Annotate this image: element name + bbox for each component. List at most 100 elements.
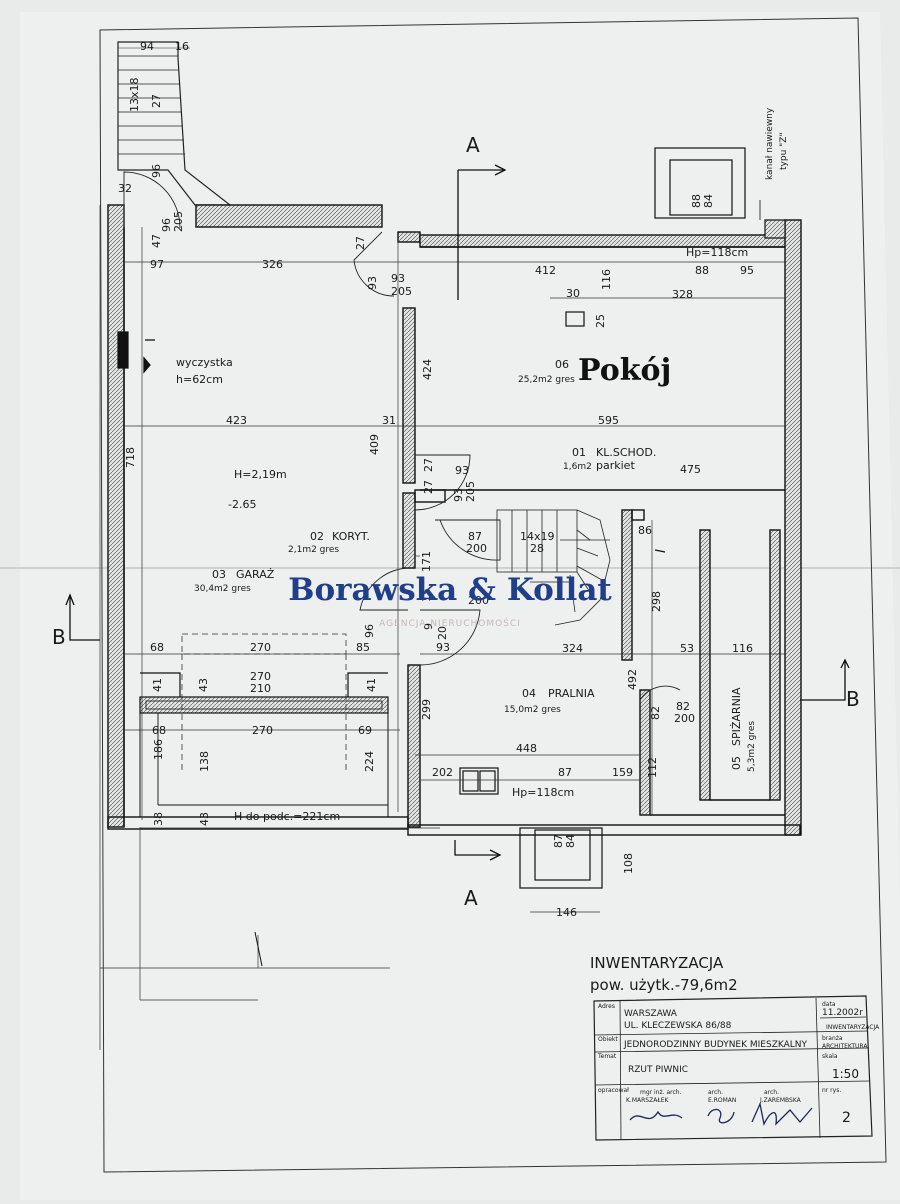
watermark-name: Borawska & Kollat: [288, 572, 612, 608]
note-hp-top: Hp=118cm: [686, 246, 748, 259]
room-area-spizarnia: 5,3m2 gres: [747, 721, 757, 772]
signature-3: [751, 1101, 813, 1126]
dim-label: 492: [626, 669, 639, 690]
dim-label: 84: [564, 834, 577, 848]
note-wyczystka-height: h=62cm: [176, 373, 223, 386]
tb-object-label: Obiekt: [598, 1036, 618, 1043]
dim-label: 87: [558, 766, 572, 779]
room-floor-klatka: parkiet: [596, 459, 635, 472]
room-name-spizarnia: SPIŻARNIA: [730, 687, 743, 746]
dim-label: 86: [638, 524, 652, 537]
dim-label: 53: [680, 642, 694, 655]
room-labels: 06 25,2m2 gres Pokój 01 KL.SCHOD. 1,6m2 …: [194, 353, 757, 772]
tb-prepared-label: opracował: [598, 1087, 629, 1094]
dim-label: 412: [535, 264, 556, 277]
section-markers: [65, 164, 850, 967]
note-stairs-in: 14x19: [520, 530, 555, 543]
dim-label: 298: [650, 591, 663, 612]
dim-label: 200: [466, 542, 487, 555]
section-labels: A A B B: [52, 133, 860, 910]
section-label-a-bottom: A: [464, 886, 478, 910]
dim-label: 43: [197, 678, 210, 692]
dim-label: 32: [118, 182, 132, 195]
dim-label: 96: [363, 624, 376, 638]
dim-label: 93: [366, 276, 379, 290]
dim-label: 171: [420, 551, 433, 572]
tb-date: 11.2002r: [822, 1008, 863, 1018]
dim-label: 205: [464, 481, 477, 502]
dim-label: 20: [436, 626, 449, 640]
dim-label: 30: [566, 287, 580, 300]
dim-label: 16: [175, 40, 189, 53]
drawing-frame: [99, 17, 887, 1173]
dim-label: 85: [356, 641, 370, 654]
tb-branch-label: branża: [822, 1035, 843, 1042]
section-label-b-right: B: [846, 687, 860, 711]
signature-1: [629, 1110, 683, 1121]
dim-label: 43: [198, 812, 211, 826]
tb-person-1: K.MARSZAŁEK: [626, 1097, 669, 1104]
dim-label: 94: [140, 40, 154, 53]
dim-label: 9: [422, 623, 435, 630]
note-wyczystka: wyczystka: [176, 356, 233, 369]
tb-object: JEDNORODZINNY BUDYNEK MIESZKALNY: [623, 1040, 808, 1050]
dim-label: 87: [552, 834, 565, 848]
dim-label: 108: [622, 853, 635, 874]
note-level: -2.65: [228, 498, 256, 511]
section-label-a-top: A: [466, 133, 480, 157]
tb-person-2: E.ROMAN: [708, 1097, 736, 1104]
dim-label: 205: [391, 285, 412, 298]
section-label-b-left: B: [52, 625, 66, 649]
tb-city: WARSZAWA: [624, 1009, 678, 1019]
dim-label: 200: [468, 594, 489, 607]
room-area-klatka: 1,6m2: [563, 462, 592, 472]
dim-label: 718: [124, 447, 137, 468]
dim-label: 116: [600, 269, 613, 290]
dim-label: 93: [455, 464, 469, 477]
dim-label: 112: [646, 757, 659, 778]
dim-label: 116: [732, 642, 753, 655]
tb-drawing-no: 2: [842, 1110, 851, 1126]
dim-label: 28: [530, 542, 544, 555]
outer-staircase: [117, 41, 232, 206]
dim-label: 95: [740, 264, 754, 277]
dim-label: 88: [690, 194, 703, 208]
dim-label: 270: [250, 641, 271, 654]
room-number-klatka: 01: [572, 446, 586, 459]
dim-label: 138: [198, 751, 211, 772]
dim-label: 41: [365, 678, 378, 692]
room-area-garaz: 30,4m2 gres: [194, 584, 251, 594]
inventory-area: pow. użytk.-79,6m2: [590, 976, 738, 994]
doors: [123, 171, 681, 701]
dim-label: 224: [363, 751, 376, 772]
dim-label: 595: [598, 414, 619, 427]
dim-label: 84: [702, 194, 715, 208]
dim-label: 409: [368, 434, 381, 455]
dim-label: 27: [422, 458, 435, 472]
dim-label: 146: [556, 906, 577, 919]
room-name-garaz: GARAŻ: [236, 568, 275, 581]
tb-phase: INWENTARYZACJA: [826, 1024, 880, 1031]
note-garage-height: H=2,19m: [234, 468, 287, 481]
inner-staircase: [496, 509, 611, 626]
dim-label: 15: [420, 588, 433, 602]
annotations: wyczystka h=62cm H=2,19m -2.65 Hp=118cm …: [128, 77, 789, 823]
room-name-klatka: KL.SCHOD.: [596, 446, 656, 459]
dim-label: 159: [612, 766, 633, 779]
note-kanal-2: typu "Z": [779, 132, 789, 170]
title-block: Adres WARSZAWA UL. KLECZEWSKA 86/88 data…: [593, 995, 880, 1141]
dim-label: 93: [391, 272, 405, 285]
dim-label: 27: [422, 480, 435, 494]
dim-label: 205: [172, 211, 185, 232]
note-kanal-1: kanał nawiewny: [765, 107, 775, 180]
agency-watermark: Borawska & Kollat AGENCJA NIERUCHOMOŚCI: [288, 572, 612, 629]
ventilation-shaft: [117, 147, 786, 889]
tb-scale-label: skala: [822, 1053, 838, 1060]
paper-sheet: [20, 12, 900, 1200]
dim-label: 82: [676, 700, 690, 713]
tb-branch: ARCHITEKTURA: [822, 1043, 868, 1050]
tb-scale: 1:50: [832, 1067, 859, 1081]
note-hp-bottom: Hp=118cm: [512, 786, 574, 799]
dimension-labels: 94 16 27 96 32 47 96 205 97 326 27 93 93…: [118, 40, 754, 919]
